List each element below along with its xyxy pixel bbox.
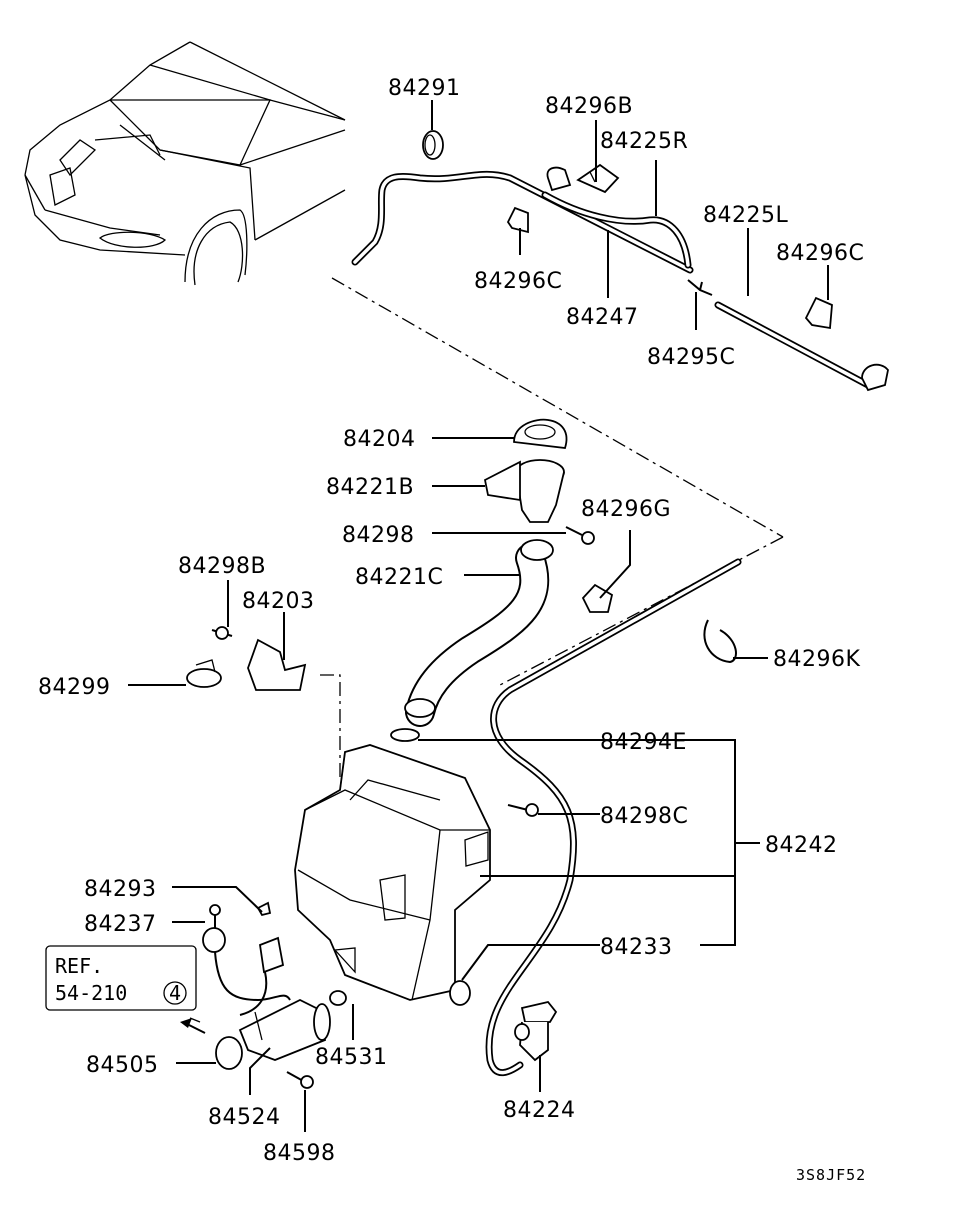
label-84298C: 84298C [600, 804, 688, 829]
washer-hose-84225R [541, 191, 692, 269]
reference-label: REF. [55, 954, 103, 978]
car-illustration [24, 41, 346, 286]
grommet-84291 [422, 130, 444, 160]
bracket-84203 [247, 638, 307, 691]
label-84221B: 84221B [326, 475, 414, 500]
label-84296B: 84296B [545, 94, 633, 119]
screw-84298 [565, 526, 595, 545]
reservoir-tank-84242 [294, 744, 491, 1001]
label-84293: 84293 [84, 877, 157, 902]
reference-box: REF. 54-210 4 [45, 945, 197, 1011]
joint-84295C [687, 279, 713, 296]
reference-number: 54-210 [55, 981, 127, 1005]
bumper-84299 [186, 659, 222, 688]
label-84224: 84224 [503, 1098, 576, 1123]
clip-84296K [703, 619, 737, 664]
label-84242: 84242 [765, 833, 838, 858]
cap-84204 [513, 418, 568, 449]
label-84531: 84531 [315, 1045, 388, 1070]
drawing-code: 3S8JF52 [796, 1166, 866, 1184]
label-84298: 84298 [342, 523, 415, 548]
label-84204: 84204 [343, 427, 416, 452]
assembly-boundary [320, 277, 784, 780]
label-84296K: 84296K [773, 647, 860, 672]
label-84203: 84203 [242, 589, 315, 614]
label-84237: 84237 [84, 912, 157, 937]
grommet-84233 [449, 980, 471, 1006]
label-84225R: 84225R [600, 129, 688, 154]
nozzle-left [861, 363, 889, 392]
leader-lines [128, 100, 829, 1132]
filler-neck-84221B [483, 459, 565, 523]
washer-hose-84225L [714, 301, 872, 389]
label-84296C-right: 84296C [776, 241, 864, 266]
screw-84598 [286, 1071, 314, 1089]
clip-84296C-a [506, 206, 529, 234]
washer-hose-84247 [351, 170, 694, 274]
nozzle-right [546, 166, 572, 192]
pump-motor-84524 [238, 998, 331, 1061]
label-84296G: 84296G [581, 497, 671, 522]
part-labels: 84291 84296B 84225R 84225L 84296C 84296C… [38, 76, 864, 1166]
label-84505: 84505 [86, 1053, 159, 1078]
harness-84237 [202, 904, 291, 1016]
label-84221C: 84221C [355, 565, 443, 590]
label-84524: 84524 [208, 1105, 281, 1130]
grommet-84531 [329, 990, 347, 1006]
direction-arrow [180, 1017, 206, 1034]
label-84298B: 84298B [178, 554, 266, 579]
clamp-84505 [215, 1036, 243, 1070]
label-84296C-left: 84296C [474, 269, 562, 294]
pump-84224 [514, 1000, 558, 1062]
bolt-84298B [211, 626, 233, 640]
screw-84298C [507, 803, 539, 817]
label-84294E: 84294E [600, 730, 687, 755]
filler-hose-84221C [404, 539, 554, 727]
reference-circle-number: 4 [169, 981, 181, 1005]
label-84299: 84299 [38, 675, 111, 700]
clip-84296B [576, 163, 620, 194]
label-84225L: 84225L [703, 203, 788, 228]
label-84233: 84233 [600, 935, 673, 960]
label-84598: 84598 [263, 1141, 336, 1166]
label-84247: 84247 [566, 305, 639, 330]
label-84291: 84291 [388, 76, 461, 101]
seal-84294E [390, 728, 420, 742]
clip-84296C-b [804, 296, 833, 330]
label-84295C: 84295C [647, 345, 735, 370]
